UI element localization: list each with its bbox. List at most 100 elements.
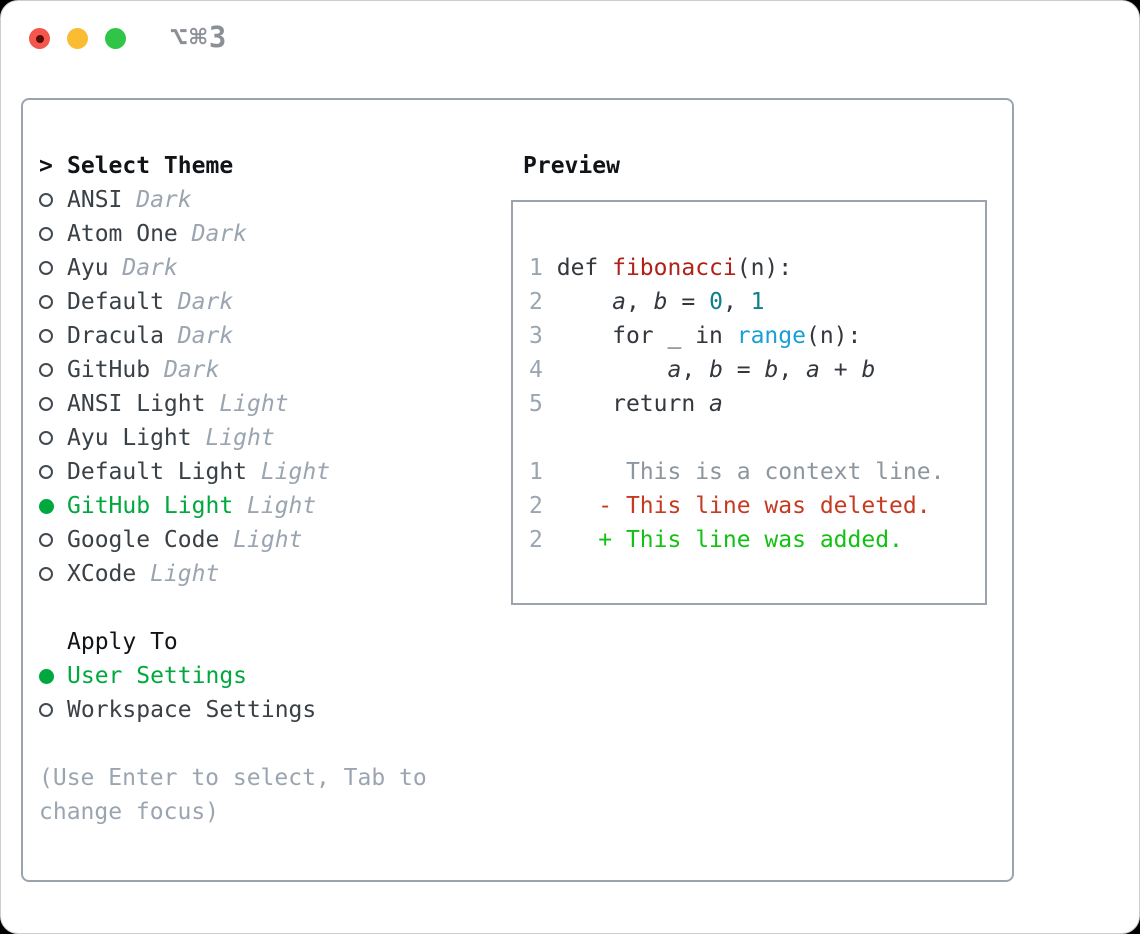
theme-name: Google Code [67,527,220,553]
code-segment-fn: fibonacci [612,255,737,281]
line-number: 2 [529,289,543,315]
preview-column: Preview 1 def fibonacci(n):2 a, b = 0, 1… [501,149,987,605]
theme-option-ansi-light[interactable]: ANSI Light Light [39,387,451,421]
code-segment-va: b [861,357,876,383]
radio-icon [39,431,53,445]
marker-cell [39,533,67,547]
marker-cell [39,703,67,717]
line-number: 1 [529,459,543,485]
radio-selected-icon [39,668,54,684]
prompt-icon: > [39,153,53,179]
apply-option-label: Workspace Settings [67,697,317,723]
marker-cell [39,567,67,581]
code-line: 5 return a [529,387,985,421]
apply-option-workspace-settings[interactable]: Workspace Settings [39,693,451,727]
code-segment-pl: = [667,289,710,315]
close-dot-icon [35,34,44,43]
line-number: 3 [529,323,543,349]
marker-cell [39,498,67,514]
radio-icon [39,397,53,411]
help-text: (Use Enter to select, Tab to change focu… [39,765,427,825]
marker-cell [39,193,67,207]
code-segment-pl: def [556,255,613,281]
theme-name: Ayu Light [67,425,192,451]
theme-name: XCode [67,561,137,587]
theme-variant-tag: Dark [177,221,248,247]
radio-icon [39,567,53,581]
theme-variant-tag: Dark [108,255,178,281]
theme-option-default-light[interactable]: Default Light Light [39,455,451,489]
theme-option-github[interactable]: GitHub Dark [39,353,451,387]
marker-cell [39,329,67,343]
radio-icon [39,227,53,241]
code-segment-pl: return [556,391,710,417]
code-segment-ctx: This is a context line. [625,459,945,485]
theme-name: ANSI Light [67,391,206,417]
code-segment-pl: , [778,357,807,383]
theme-option-dracula[interactable]: Dracula Dark [39,319,451,353]
code-segment-del: - This line was deleted. [598,493,931,519]
code-segment-pl: + [819,357,862,383]
code-segment-pl [557,493,599,519]
code-segment-nu: 0 [709,289,723,315]
code-segment-va: a [612,289,626,315]
apply-to-title: Apply To [67,629,178,655]
code-segment-pl: , [722,289,751,315]
line-number: 5 [529,391,543,417]
marker-cell [39,227,67,241]
zoom-button[interactable] [105,28,126,49]
theme-variant-tag: Dark [163,323,234,349]
radio-icon [39,363,53,377]
theme-name: ANSI [67,187,123,213]
marker-cell [39,261,67,275]
apply-option-user-settings[interactable]: User Settings [39,659,451,693]
code-segment-pl [557,527,599,553]
line-number: 4 [529,357,543,383]
close-button[interactable] [29,28,50,49]
code-segment-va: b [764,357,779,383]
marker-cell [39,668,67,684]
radio-icon [39,193,53,207]
diff-deleted-line: 2 - This line was deleted. [529,489,985,523]
spacer [39,727,451,761]
code-segment-bi: range [736,323,806,349]
theme-variant-tag: Light [219,527,303,553]
code-segment-pl: , [681,357,710,383]
window-title: ⌥⌘3 [170,20,229,54]
blank-line [529,421,985,455]
theme-option-ansi[interactable]: ANSI Dark [39,183,451,217]
theme-variant-tag: Light [191,425,275,451]
theme-name: Default Light [67,459,248,485]
theme-option-github-light[interactable]: GitHub Light Light [39,489,451,523]
theme-variant-tag: Light [233,493,317,519]
code-segment-nu: 1 [750,289,765,315]
line-number: 2 [529,493,543,519]
radio-icon [39,465,53,479]
line-number: 2 [529,527,543,553]
theme-name: Dracula [67,323,164,349]
theme-option-ayu-light[interactable]: Ayu Light Light [39,421,451,455]
diff-added-line: 2 + This line was added. [529,523,985,557]
minimize-button[interactable] [67,28,88,49]
code-segment-va: a [806,357,820,383]
theme-option-google-code[interactable]: Google Code Light [39,523,451,557]
theme-option-atom-one[interactable]: Atom One Dark [39,217,451,251]
theme-variant-tag: Dark [122,187,192,213]
theme-option-xcode[interactable]: XCode Light [39,557,451,591]
code-segment-va: b [709,357,723,383]
apply-option-label: User Settings [67,663,248,689]
apply-to-header: Apply To [39,625,451,659]
radio-icon [39,261,53,275]
diff-context-line: 1 This is a context line. [529,455,985,489]
radio-icon [39,329,53,343]
theme-name: Atom One [67,221,178,247]
theme-option-default[interactable]: Default Dark [39,285,451,319]
code-segment-pl [557,357,668,383]
code-line: 3 for _ in range(n): [529,319,985,353]
theme-option-ayu[interactable]: Ayu Dark [39,251,451,285]
